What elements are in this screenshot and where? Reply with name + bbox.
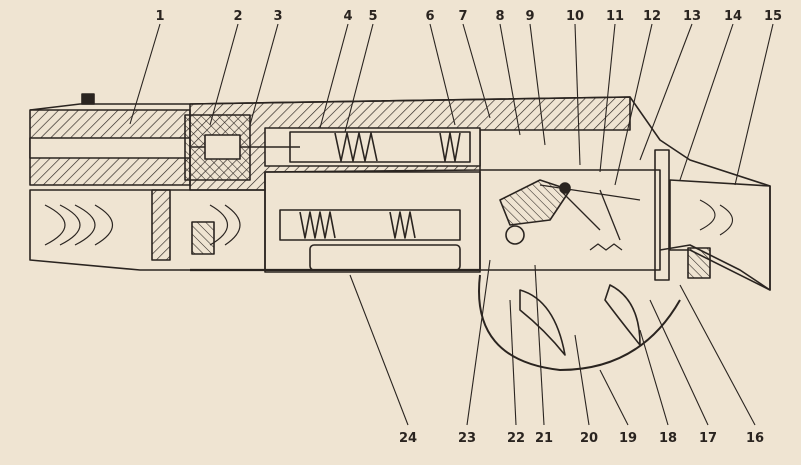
- wood-grain: [44, 204, 241, 246]
- callout-7: 7: [458, 9, 467, 24]
- callout-18: 18: [659, 431, 677, 446]
- callout-21: 21: [535, 431, 553, 446]
- callout-15: 15: [764, 9, 782, 24]
- magazine-tube: [279, 209, 461, 241]
- callout-19: 19: [619, 431, 637, 446]
- callout-9: 9: [525, 9, 534, 24]
- trigger-housing: [479, 169, 661, 271]
- callout-16: 16: [746, 431, 764, 446]
- magazine-housing: [264, 171, 481, 273]
- forend: [29, 189, 266, 271]
- callout-10: 10: [566, 9, 584, 24]
- front-trigger: [519, 289, 566, 356]
- forend-screw: [151, 189, 171, 261]
- trigger-guard: [478, 274, 681, 371]
- pivot-pin-1: [505, 225, 525, 245]
- chamber-core: [204, 134, 241, 160]
- hammer: [499, 179, 571, 226]
- callout-4: 4: [343, 9, 352, 24]
- callout-17: 17: [699, 431, 717, 446]
- callout-20: 20: [580, 431, 598, 446]
- callout-3: 3: [273, 9, 282, 24]
- buttstock: [669, 179, 771, 291]
- callout-12: 12: [643, 9, 661, 24]
- callout-23: 23: [458, 431, 476, 446]
- callout-24: 24: [399, 431, 417, 446]
- callout-8: 8: [495, 9, 504, 24]
- callout-1: 1: [155, 9, 164, 24]
- butt-grain: [699, 199, 734, 236]
- callout-11: 11: [606, 9, 624, 24]
- bore: [29, 137, 191, 159]
- bottom-callouts: 24 23 22 21 20 19 18 17 16: [399, 431, 764, 446]
- cartridge: [309, 244, 461, 271]
- sear-linkage: [539, 184, 641, 241]
- callout-13: 13: [683, 9, 701, 24]
- callout-2: 2: [233, 9, 242, 24]
- butt-spring: [687, 247, 711, 279]
- pivot-pin-2: [559, 182, 571, 194]
- forend-spring: [191, 221, 215, 255]
- callout-22: 22: [507, 431, 525, 446]
- magazine-spring: [299, 211, 416, 239]
- callout-6: 6: [425, 9, 434, 24]
- top-callouts: 1 2 3 4 5 6 7 8 9 10 11 12 13 14 15: [155, 9, 782, 24]
- front-sight: [81, 93, 95, 105]
- receiver-top: [29, 96, 771, 291]
- firing-spring-upper: [334, 132, 461, 162]
- rear-post: [654, 149, 670, 281]
- drawing: [29, 93, 771, 371]
- callout-5: 5: [368, 9, 377, 24]
- callout-14: 14: [724, 9, 742, 24]
- trigger-springs: [589, 243, 623, 251]
- rear-trigger: [604, 284, 641, 346]
- leader-lines: [129, 23, 774, 426]
